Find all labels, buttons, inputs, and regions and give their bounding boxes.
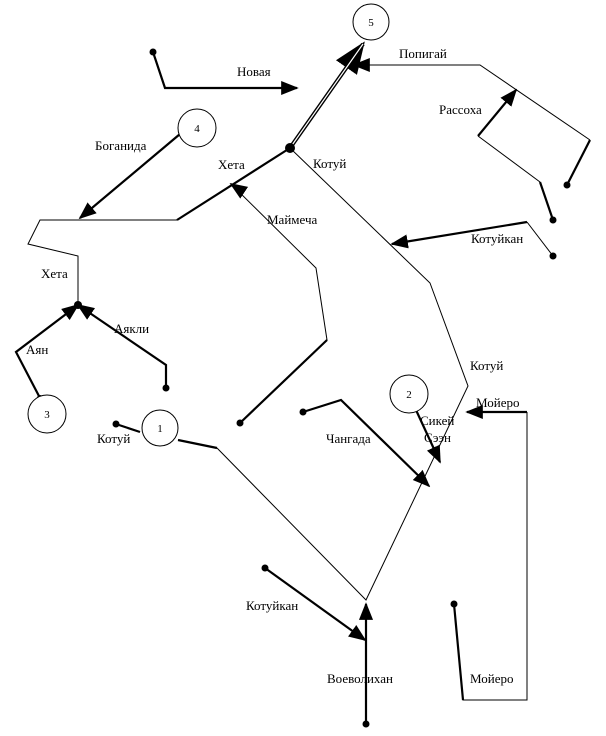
label-moyero-bottom: Мойеро (470, 671, 513, 686)
svg-text:3: 3 (44, 409, 50, 421)
novaya-river (151, 51, 299, 96)
label-ayakli: Аякли (114, 321, 149, 336)
moyero-river (453, 412, 528, 701)
popigay-tail (566, 139, 591, 186)
svg-text:2: 2 (406, 389, 412, 401)
label-kotuy-right: Котуй (470, 358, 503, 373)
label-kheta-left: Хета (41, 266, 68, 281)
rassokha-river (477, 135, 541, 183)
kotuykan-right-river (526, 221, 554, 257)
boganida-river (78, 133, 181, 220)
marker-3: 3 (27, 394, 67, 434)
label-ayan: Аян (26, 342, 48, 357)
label-kotuykan-bottom: Котуйкан (246, 598, 298, 613)
ayan-river (14, 303, 80, 399)
label-seen: Сээн (424, 430, 451, 445)
marker-5: 5 (352, 3, 390, 41)
popigay-river (352, 64, 591, 141)
label-kotuykan-right: Котуйкан (471, 231, 523, 246)
sikey-river (415, 409, 441, 464)
kheta-upper-river (27, 219, 177, 303)
kotuykan-bottom-river (264, 567, 367, 642)
label-voevolikhan: Воеволихан (327, 671, 393, 686)
label-kotuy-left: Котуй (97, 431, 130, 446)
svg-text:5: 5 (368, 17, 374, 29)
kotuy-main-lower (216, 147, 469, 601)
marker-2: 2 (389, 374, 429, 414)
label-changada: Чангада (326, 431, 371, 446)
kotuy-left-link (177, 438, 218, 450)
label-novaya: Новая (237, 64, 271, 79)
changada-river (302, 398, 431, 488)
marker-4: 4 (177, 108, 217, 148)
label-moyero-right: Мойеро (476, 395, 519, 410)
ayakli-river (76, 304, 168, 388)
label-popigay: Попигай (399, 46, 447, 61)
svg-text:1: 1 (157, 423, 163, 435)
label-boganida: Боганида (95, 138, 147, 153)
rassokha-tail (538, 181, 555, 221)
kotuy-left-stub (115, 422, 141, 434)
label-rassokha: Рассоха (439, 102, 482, 117)
label-maymecha: Маймеча (267, 212, 317, 227)
label-sikey: Сикей (420, 413, 454, 428)
label-kotuy-top: Котуй (313, 156, 346, 171)
label-kheta-upper: Хета (218, 157, 245, 172)
svg-text:4: 4 (194, 123, 200, 135)
marker-1: 1 (141, 409, 179, 447)
